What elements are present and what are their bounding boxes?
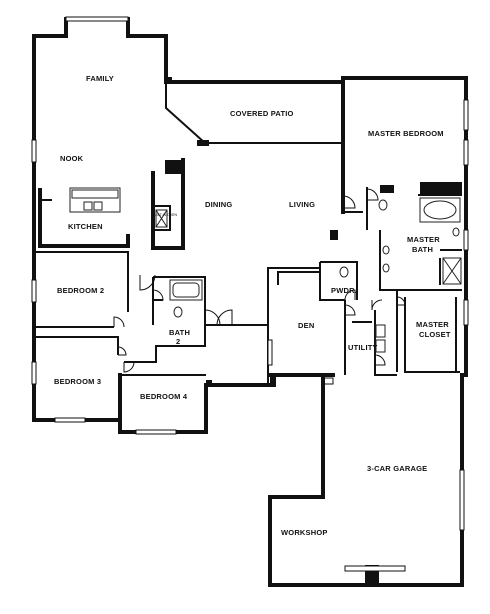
room-label-bath-2-line1: BATH: [169, 328, 190, 337]
room-label-built-in-oven: BUILT-IN OVEN: [152, 213, 177, 217]
room-label-den: DEN: [298, 321, 314, 330]
exterior-walls: [32, 17, 468, 587]
room-label-master-bedroom: MASTER BEDROOM: [368, 129, 444, 138]
windows: [31, 16, 469, 572]
fixtures: [69, 187, 462, 353]
room-label-nook: NOOK: [60, 154, 84, 163]
wall-accents: [165, 77, 462, 585]
room-label-bedroom-4: BEDROOM 4: [140, 392, 188, 401]
doors: [113, 188, 406, 385]
room-labels: FAMILY COVERED PATIO MASTER BEDROOM NOOK…: [54, 74, 451, 537]
room-label-garage: 3-CAR GARAGE: [367, 464, 427, 473]
room-label-dining: DINING: [205, 200, 232, 209]
room-label-workshop: WORKSHOP: [281, 528, 328, 537]
room-label-bedroom-3: BEDROOM 3: [54, 377, 101, 386]
room-label-bedroom-2: BEDROOM 2: [57, 286, 104, 295]
room-label-master-bath-line1: MASTER: [407, 235, 440, 244]
room-label-pwdr: PWDR.: [331, 286, 357, 295]
interior-walls: [34, 80, 462, 385]
room-label-utility: UTILITY: [348, 343, 378, 352]
room-label-kitchen: KITCHEN: [68, 222, 103, 231]
room-label-master-closet-line2: CLOSET: [419, 330, 451, 339]
room-label-master-closet-line1: MASTER: [416, 320, 449, 329]
room-label-master-bath-line2: BATH: [412, 245, 433, 254]
room-label-family: FAMILY: [86, 74, 114, 83]
room-label-covered-patio: COVERED PATIO: [230, 109, 294, 118]
room-label-bath-2-line2: 2: [176, 337, 180, 346]
room-label-living: LIVING: [289, 200, 315, 209]
